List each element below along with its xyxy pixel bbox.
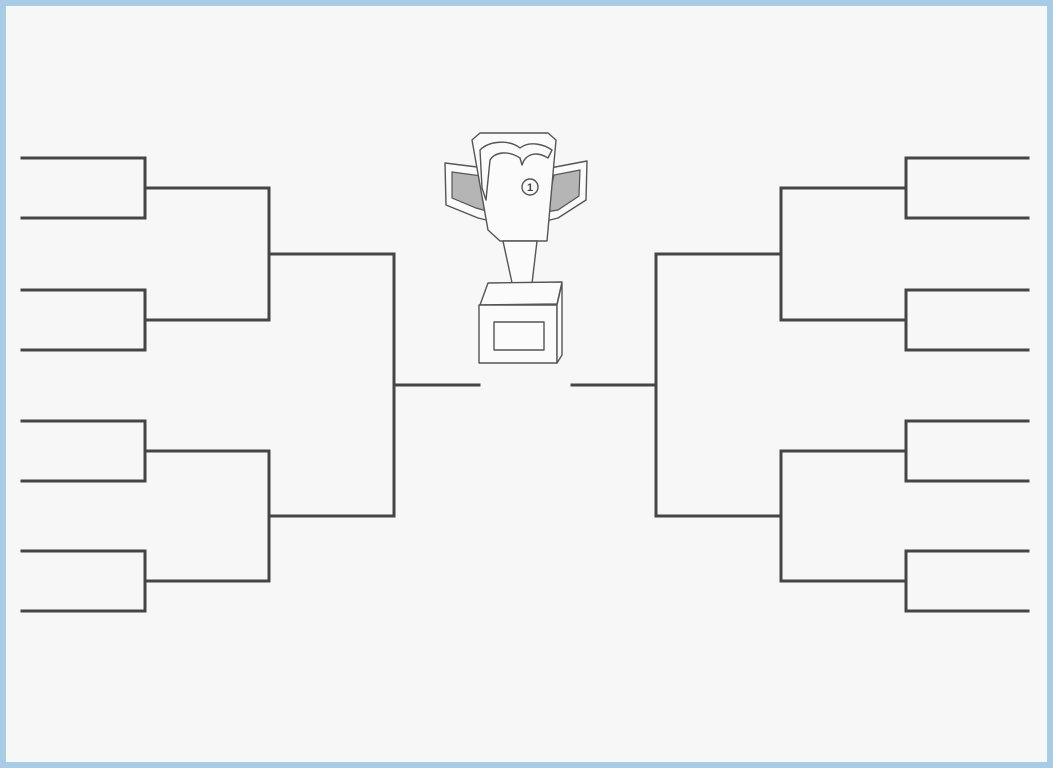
trophy-ribbon xyxy=(479,141,553,201)
trophy-cup xyxy=(471,132,557,242)
trophy-base-top xyxy=(479,281,563,306)
trophy-medal-label: 1 xyxy=(527,182,533,194)
trophy-plaque xyxy=(493,321,545,351)
trophy-right-handle-inner xyxy=(545,169,581,213)
trophy-medal xyxy=(521,178,539,196)
trophy-base-side xyxy=(556,282,563,364)
